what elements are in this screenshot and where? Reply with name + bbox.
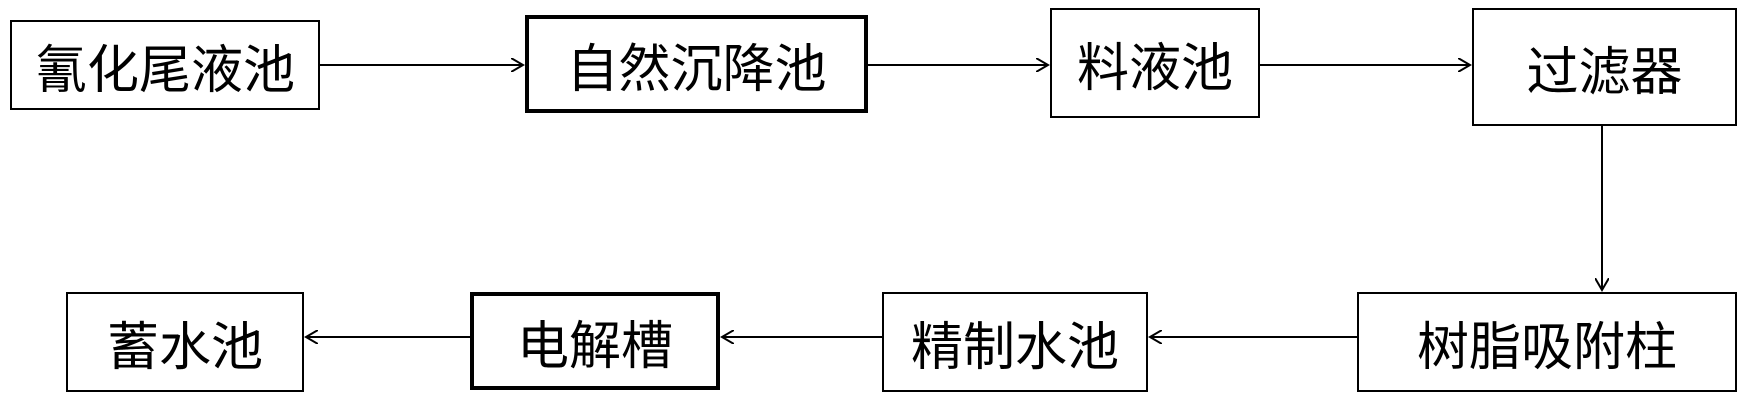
node-resin-adsorption-column: 树脂吸附柱 <box>1357 292 1737 392</box>
node-label: 蓄水池 <box>106 317 263 378</box>
node-label: 电解槽 <box>516 316 673 377</box>
node-label: 料液池 <box>1076 38 1233 99</box>
node-feed-liquid-pool: 料液池 <box>1050 8 1260 118</box>
node-label: 过滤器 <box>1526 42 1683 103</box>
node-purified-water-pool: 精制水池 <box>882 292 1148 392</box>
node-filter: 过滤器 <box>1472 8 1737 126</box>
node-label: 精制水池 <box>910 317 1119 378</box>
node-label: 树脂吸附柱 <box>1416 317 1677 378</box>
node-label: 氰化尾液池 <box>34 40 295 101</box>
node-label: 自然沉降池 <box>566 39 827 100</box>
node-electrolysis-cell: 电解槽 <box>470 292 720 390</box>
node-storage-pool: 蓄水池 <box>66 292 304 392</box>
node-cyanide-tail-pool: 氰化尾液池 <box>10 20 320 110</box>
node-natural-settling-pool: 自然沉降池 <box>525 15 868 113</box>
